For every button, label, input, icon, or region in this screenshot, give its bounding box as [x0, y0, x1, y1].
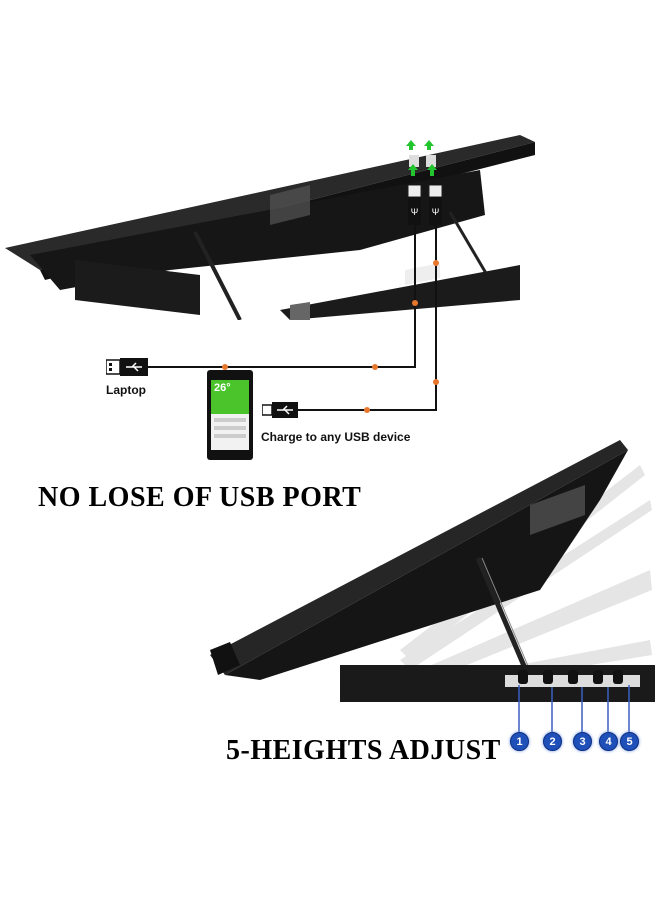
height-badge-2: 2	[543, 732, 562, 751]
usb-plug-icons: Ψ Ψ	[407, 185, 443, 225]
stand-heights-illustration	[210, 440, 655, 702]
phone-temperature: 26°	[214, 382, 231, 394]
height-badge-5: 5	[620, 732, 639, 751]
phone-list-line	[214, 418, 246, 422]
laptop-label: Laptop	[106, 383, 146, 397]
smartphone: 26°	[207, 370, 253, 460]
height-badge-4: 4	[599, 732, 618, 751]
usb-port-arrows	[406, 140, 437, 176]
headline-heights-adjust: 5-HEIGHTS ADJUST	[226, 735, 501, 766]
laptop-usb-plug	[105, 358, 148, 376]
height-badge-3: 3	[573, 732, 592, 751]
phone-list-line	[214, 434, 246, 438]
stand-top-illustration	[5, 135, 535, 320]
usb-icon	[261, 402, 298, 418]
phone-weather-panel: 26°	[211, 380, 249, 414]
svg-text:Ψ: Ψ	[411, 207, 419, 217]
usb-icon	[105, 358, 148, 376]
svg-text:Ψ: Ψ	[432, 207, 440, 217]
height-badge-1: 1	[510, 732, 529, 751]
height-pointer-lines	[518, 685, 630, 733]
usb-cables	[147, 225, 439, 413]
phone-list-line	[214, 426, 246, 430]
phone-screen: 26°	[211, 380, 249, 450]
device-usb-plug	[261, 402, 298, 418]
charge-label: Charge to any USB device	[261, 430, 411, 444]
headline-usb-port: NO LOSE OF USB PORT	[38, 482, 362, 513]
